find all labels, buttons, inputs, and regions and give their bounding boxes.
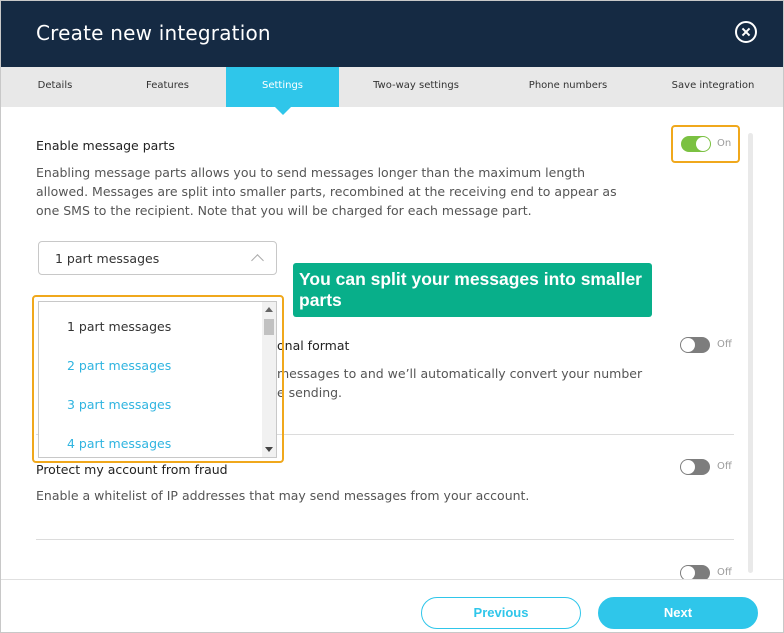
message-parts-description: Enabling message parts allows you to sen… — [36, 165, 617, 218]
international-format-title: onal format — [277, 338, 350, 353]
message-parts-select[interactable]: 1 part messages — [38, 241, 277, 275]
tab-save-integration[interactable]: Save integration — [671, 80, 755, 91]
section-divider — [36, 539, 734, 540]
next-section-toggle[interactable] — [680, 565, 710, 579]
previous-button[interactable]: Previous — [421, 597, 581, 629]
toggle-knob — [681, 338, 695, 352]
settings-content: Enable message parts Enabling message pa… — [1, 107, 783, 579]
option-1-part[interactable]: 1 part messages — [67, 319, 172, 334]
select-value: 1 part messages — [55, 251, 160, 266]
toggle-knob — [696, 137, 710, 151]
dialog-title: Create new integration — [36, 21, 271, 45]
international-format-desc-line1: messages to and we’ll automatically conv… — [277, 366, 643, 381]
international-format-toggle-label: Off — [717, 339, 732, 350]
next-section-toggle-label: Off — [717, 567, 732, 578]
tab-features[interactable]: Features — [146, 80, 189, 91]
fraud-toggle[interactable] — [680, 459, 710, 475]
international-format-desc-line2: e sending. — [277, 385, 343, 400]
message-parts-dropdown[interactable]: 1 part messages 2 part messages 3 part m… — [38, 301, 277, 458]
tooltip-callout: You can split your messages into smaller… — [293, 263, 652, 317]
message-parts-toggle[interactable] — [681, 136, 711, 152]
fraud-title: Protect my account from fraud — [36, 462, 228, 477]
scroll-up-icon[interactable] — [265, 307, 273, 312]
dialog-header: Create new integration — [1, 1, 783, 67]
option-2-part[interactable]: 2 part messages — [67, 358, 172, 373]
scroll-down-icon[interactable] — [265, 447, 273, 452]
chevron-up-icon — [251, 254, 264, 267]
toggle-knob — [681, 460, 695, 474]
international-format-toggle[interactable] — [680, 337, 710, 353]
section-divider — [36, 434, 734, 435]
page-scrollbar[interactable] — [748, 133, 753, 573]
message-parts-toggle-label: On — [717, 138, 732, 149]
option-4-part[interactable]: 4 part messages — [67, 436, 172, 451]
tab-phone-numbers[interactable]: Phone numbers — [528, 80, 608, 91]
option-3-part[interactable]: 3 part messages — [67, 397, 172, 412]
next-button[interactable]: Next — [598, 597, 758, 629]
dropdown-scrollbar[interactable] — [262, 302, 276, 457]
toggle-knob — [681, 566, 695, 579]
fraud-toggle-label: Off — [717, 461, 732, 472]
scroll-thumb[interactable] — [264, 319, 274, 335]
tab-settings[interactable]: Settings — [226, 67, 339, 115]
wizard-tabs: Details Features Settings Two-way settin… — [1, 67, 783, 115]
tab-details[interactable]: Details — [37, 80, 73, 91]
toggle-highlight — [671, 125, 740, 163]
fraud-description: Enable a whitelist of IP addresses that … — [36, 488, 530, 503]
dropdown-highlight — [32, 295, 284, 463]
tab-two-way-settings[interactable]: Two-way settings — [373, 80, 459, 91]
message-parts-title: Enable message parts — [36, 138, 175, 153]
close-icon[interactable] — [735, 21, 757, 43]
dialog-footer: Previous Next — [1, 579, 783, 632]
